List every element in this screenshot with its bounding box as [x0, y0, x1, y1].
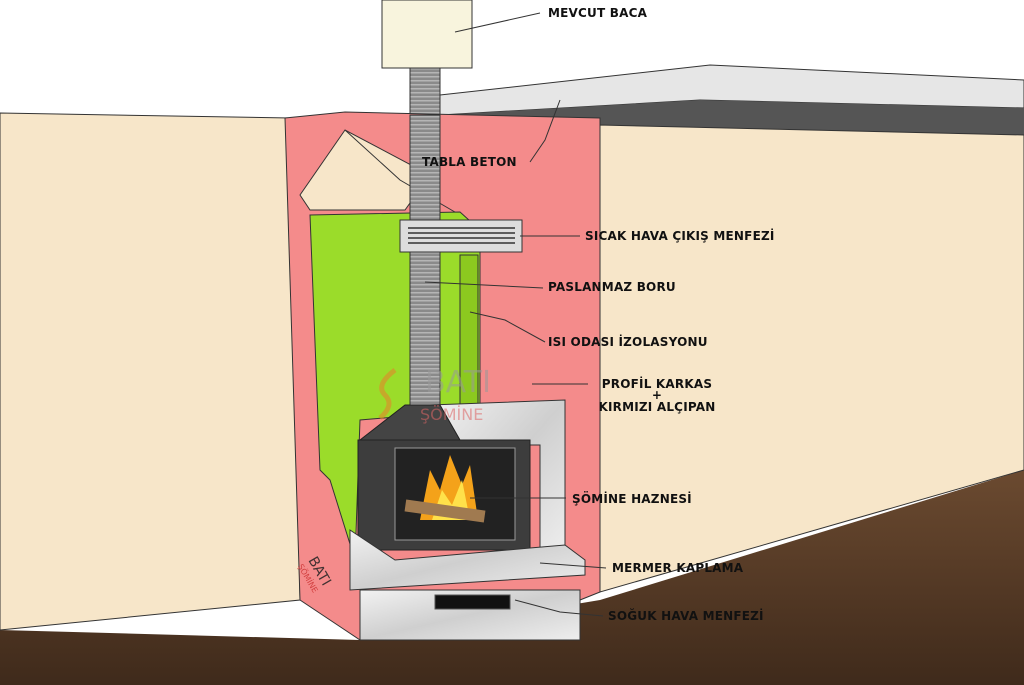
hot-air-vent — [399, 219, 523, 253]
svg-text:ŞÖMİNE: ŞÖMİNE — [420, 405, 483, 424]
bati-somine-watermark: BATI ŞÖMİNE — [378, 365, 491, 424]
label-slab: TABLA BETON — [422, 155, 517, 169]
svg-text:BATI: BATI — [425, 365, 491, 400]
leader-lines — [424, 12, 607, 617]
chimney-pipe-top — [409, 67, 441, 119]
label-frame-line2: KIRMIZI ALÇIPAN — [598, 400, 716, 414]
label-frame: PROFİL KARKAS + KIRMIZI ALÇIPAN — [592, 377, 722, 414]
label-pipe: PASLANMAZ BORU — [548, 280, 676, 294]
label-hot-air-vent: SICAK HAVA ÇIKIŞ MENFEZİ — [585, 229, 775, 243]
left-wall — [0, 112, 301, 631]
label-frame-line1: PROFİL KARKAS — [601, 377, 713, 391]
label-marble: MERMER KAPLAMA — [612, 561, 744, 575]
label-cold-air-vent: SOĞUK HAVA MENFEZİ — [608, 609, 764, 623]
logs — [404, 499, 486, 523]
floor — [0, 470, 1024, 685]
marble-hearth — [349, 529, 586, 591]
label-insulation: ISI ODASI İZOLASYONU — [548, 335, 708, 349]
cold-air-vent — [434, 594, 511, 610]
bati-somine-logo: BATI ŞÖMİNE — [296, 554, 334, 594]
label-firebox: ŞÖMİNE HAZNESİ — [572, 492, 692, 506]
label-frame-plus: + — [651, 388, 663, 402]
label-chimney: MEVCUT BACA — [548, 6, 648, 20]
stainless-pipe — [409, 114, 441, 406]
existing-chimney — [381, 0, 473, 69]
